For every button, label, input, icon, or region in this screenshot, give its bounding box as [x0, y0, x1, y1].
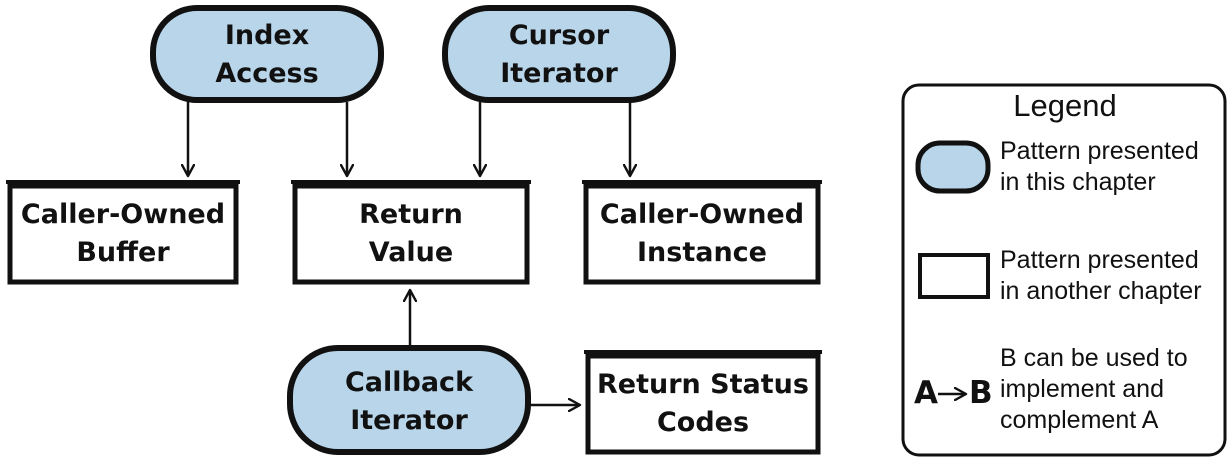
- return-status-codes-label: Return Status Codes: [597, 369, 809, 438]
- legend-arrow-a: A: [914, 375, 938, 411]
- return-value-node: [292, 183, 530, 285]
- return-value-label: Return Value: [359, 199, 463, 268]
- cursor-iterator-label: Cursor Iterator: [500, 20, 618, 89]
- legend-item-other-chapter: Pattern presented in another chapter: [1000, 246, 1202, 305]
- legend-swatch-this-chapter: [915, 140, 991, 194]
- index-access-node: [150, 5, 384, 103]
- caller-owned-instance-label: Caller-Owned Instance: [599, 199, 805, 268]
- return-status-codes-node: [585, 353, 821, 455]
- cursor-iterator-node: [442, 5, 676, 103]
- index-access-label: Index Access: [215, 20, 319, 89]
- legend-item-this-chapter: Pattern presented in this chapter: [1000, 137, 1199, 196]
- legend-item-relation: B can be used to implement and complemen…: [1000, 344, 1188, 434]
- callback-iterator-node: [287, 345, 531, 455]
- legend-arrow-b: B: [969, 375, 993, 411]
- caller-owned-buffer-label: Caller-Owned Buffer: [20, 199, 226, 268]
- caller-owned-instance-node: [583, 183, 821, 285]
- legend-swatch-other-chapter: [918, 253, 990, 299]
- callback-iterator-label: Callback Iterator: [344, 367, 474, 436]
- legend-title: Legend: [1013, 88, 1117, 123]
- caller-owned-buffer-node: [7, 183, 239, 285]
